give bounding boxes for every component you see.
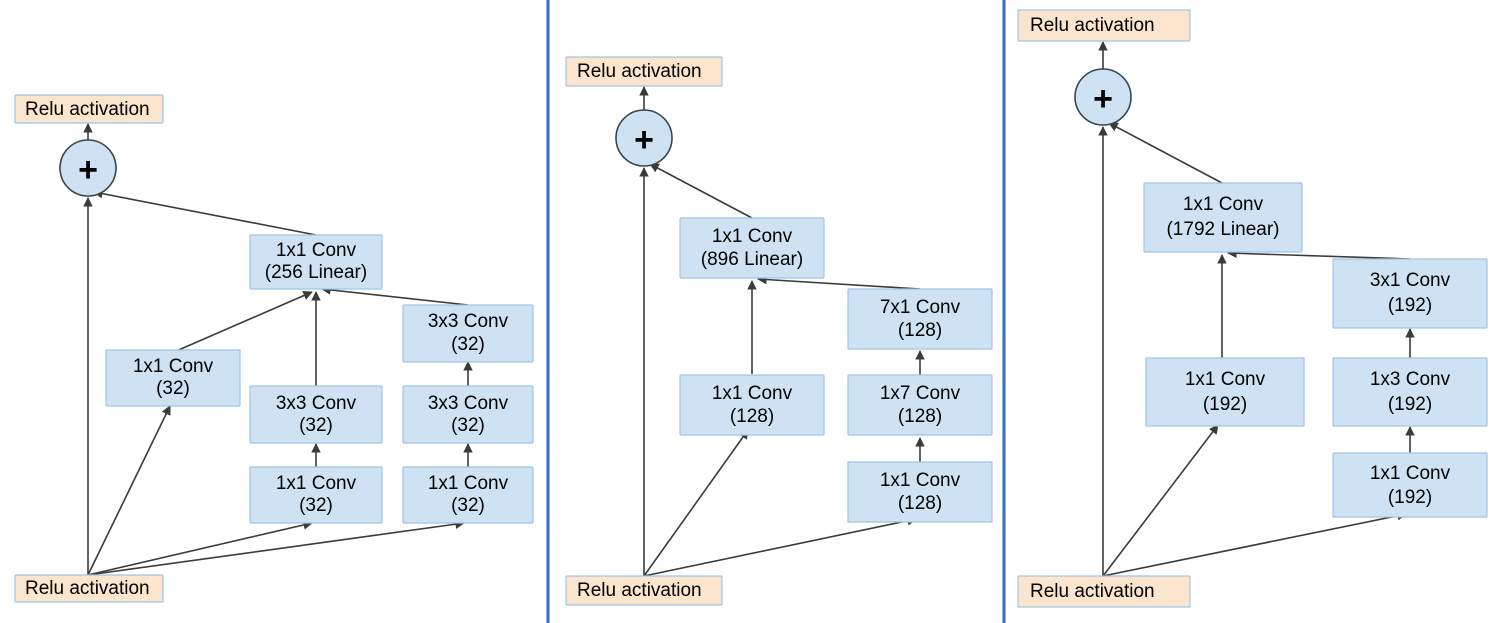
edge-projection-to-sum [649,163,753,219]
panel-b-b2-node2-line1: 1x7 Conv [880,383,961,404]
panel-a-b3-node2-line2: (32) [451,415,485,436]
panel-b-b2-node2-line2: (128) [898,406,942,427]
panel-a-b3-node3-line1: 3x3 Conv [428,311,509,332]
panel-a-sum-node[interactable]: + [59,139,117,197]
panel-b-b2-node1-line1: 1x1 Conv [880,470,961,491]
panel-b-b1-node1[interactable]: 1x1 Conv (128) [679,374,825,436]
panel-b-input-relu[interactable]: Relu activation [565,575,723,606]
panel-b-b1-node1-line1: 1x1 Conv [712,383,793,404]
panel-a-b2-node2-line1: 3x3 Conv [276,393,357,414]
panel-c-sum-node[interactable]: + [1074,68,1132,126]
panel-a-b1-node1-line1: 1x1 Conv [133,356,214,377]
panel-b-b2-node3-line1: 7x1 Conv [880,297,961,318]
edge-input-to-b2 [1102,511,1407,577]
panel-a-projection-node[interactable]: 1x1 Conv (256 Linear) [249,234,383,290]
panel-c-b1-node1-line2: (192) [1203,394,1247,415]
panel-c-output-relu[interactable]: Relu activation [1017,9,1191,42]
panel-a-b1-node1-line2: (32) [156,378,190,399]
panel-a-output-relu[interactable]: Relu activation [14,94,164,124]
edge-input-to-b3 [87,519,465,576]
panel-a-b2-node1-line2: (32) [299,495,333,516]
panel-c-b2-node3[interactable]: 3x1 Conv (192) [1332,258,1488,329]
panel-a-b3-node3[interactable]: 3x3 Conv (32) [402,304,534,363]
panel-b-sum-node[interactable]: + [615,109,673,167]
panel-b-b2-node1[interactable]: 1x1 Conv (128) [847,461,993,523]
panel-c-b2-node1-line1: 1x1 Conv [1370,463,1451,484]
edge-b3-to-projection [321,285,469,306]
panel-c-projection-line2: (1792 Linear) [1166,219,1279,240]
panel-a-b3-node2-line1: 3x3 Conv [428,393,509,414]
panel-a-b3-node2[interactable]: 3x3 Conv (32) [402,385,534,444]
panel-a-input-relu[interactable]: Relu activation [14,574,164,603]
panel-b-edges [639,86,925,577]
edge-input-to-b1 [1102,424,1219,577]
panel-c-input-relu-label: Relu activation [1030,581,1155,602]
panel-c-projection-line1: 1x1 Conv [1183,194,1264,215]
panel-c-edges [1098,41,1415,577]
panel-a-b2-node1-line1: 1x1 Conv [276,473,357,494]
panel-a-b3-node3-line2: (32) [451,334,485,355]
panel-b-projection-node[interactable]: 1x1 Conv (896 Linear) [679,217,825,279]
panel-c-b2-node1[interactable]: 1x1 Conv (192) [1332,452,1488,518]
panel-c-b2-node1-line2: (192) [1388,487,1432,508]
panel-a-input-relu-label: Relu activation [25,578,150,599]
panel-b-projection-line2: (896 Linear) [701,249,803,270]
panel-a-projection-line2: (256 Linear) [265,262,367,283]
panel-b-sum-label: + [634,121,654,159]
panel-c-b2-node3-line1: 3x1 Conv [1370,270,1451,291]
panel-c-sum-label: + [1093,80,1113,118]
panel-a-b3-node1-line2: (32) [451,495,485,516]
edge-b2-to-projection [757,274,921,290]
edge-b1-to-projection [173,291,313,353]
edge-input-to-b1 [87,405,171,576]
panel-c-projection-node[interactable]: 1x1 Conv (1792 Linear) [1143,182,1303,253]
panel-a-output-relu-label: Relu activation [25,99,150,120]
panel-c-b2-node2-line2: (192) [1388,394,1432,415]
edge-projection-to-sum [1108,122,1223,184]
panel-b-output-relu-label: Relu activation [577,61,702,82]
panel-a-b3-node1[interactable]: 1x1 Conv (32) [402,466,534,524]
panel-c-b1-node1-line1: 1x1 Conv [1185,369,1266,390]
panel-b-projection-line1: 1x1 Conv [712,226,793,247]
edge-input-to-b2 [87,520,313,576]
edge-projection-to-sum [93,188,317,236]
panel-b-b1-node1-line2: (128) [730,406,774,427]
panel-a-b1-node1[interactable]: 1x1 Conv (32) [105,349,241,407]
panel-a-b2-node1[interactable]: 1x1 Conv (32) [249,466,383,524]
panel-a-edges [83,123,473,576]
panel-c-b2-node2-line1: 1x3 Conv [1370,369,1451,390]
panel-c-b2-node3-line2: (192) [1388,295,1432,316]
edge-b2-to-projection [1227,248,1411,260]
panel-c-b1-node1[interactable]: 1x1 Conv (192) [1145,357,1305,427]
panel-a-b2-node2[interactable]: 3x3 Conv (32) [249,385,383,444]
panel-a-sum-label: + [78,151,98,189]
panel-a-b3-node1-line1: 1x1 Conv [428,473,509,494]
panel-b-b2-node1-line2: (128) [898,493,942,514]
panel-b-b2-node3-line2: (128) [898,320,942,341]
edge-input-to-b1 [643,429,749,577]
panel-b-b2-node3[interactable]: 7x1 Conv (128) [847,288,993,350]
panel-c-output-relu-label: Relu activation [1030,15,1155,36]
panel-a-b2-node2-line2: (32) [299,415,333,436]
panel-c-input-relu[interactable]: Relu activation [1017,575,1191,608]
panel-c-b2-node2[interactable]: 1x3 Conv (192) [1332,357,1488,427]
panel-b-input-relu-label: Relu activation [577,580,702,601]
panel-b: Relu activation + 1x1 Conv (896 Linear) … [565,56,993,606]
panel-a: Relu activation + 1x1 Conv (256 Linear) … [14,94,534,603]
panel-a-projection-line1: 1x1 Conv [276,240,357,261]
panel-c: Relu activation + 1x1 Conv (1792 Linear)… [1017,9,1488,608]
edge-input-to-b2 [643,516,917,577]
panel-b-b2-node2[interactable]: 1x7 Conv (128) [847,374,993,436]
panel-b-output-relu[interactable]: Relu activation [565,56,723,87]
